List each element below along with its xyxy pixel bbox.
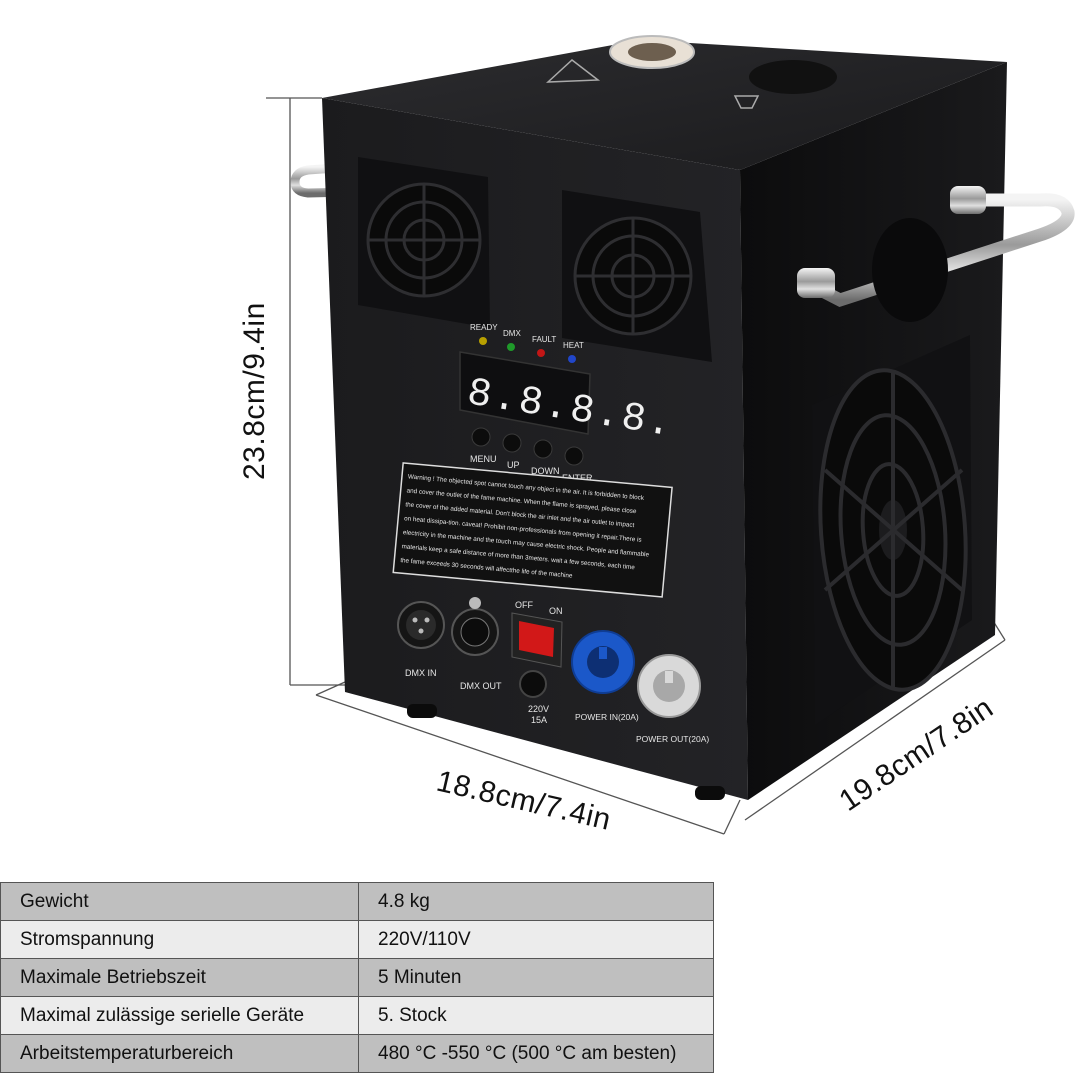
width-label: 18.8cm/7.4in xyxy=(433,765,614,837)
indicator-label: DMX xyxy=(503,329,521,338)
button-label: MENU xyxy=(470,454,497,464)
machine-top xyxy=(322,40,1007,170)
heat-led xyxy=(568,355,576,363)
ready-led xyxy=(479,337,487,345)
side-port xyxy=(872,218,948,322)
side-fan xyxy=(812,335,972,725)
fuse-voltage-label: 220V xyxy=(528,704,549,714)
spec-value: 5. Stock xyxy=(358,996,714,1035)
material-cover xyxy=(749,60,837,94)
spec-row: Arbeitstemperaturbereich 480 °C -550 °C … xyxy=(0,1034,714,1073)
spec-value: 4.8 kg xyxy=(358,882,714,921)
dmx-led xyxy=(507,343,515,351)
up-button[interactable] xyxy=(502,433,522,453)
warning-label: Warning ! The objected spot cannot touch… xyxy=(392,462,673,598)
menu-button[interactable] xyxy=(471,427,491,447)
spec-row: Gewicht 4.8 kg xyxy=(0,882,714,921)
dmx-out-label: DMX OUT xyxy=(460,681,502,691)
foot xyxy=(407,704,437,718)
spec-value: 220V/110V xyxy=(358,920,714,959)
spec-row: Maximale Betriebszeit 5 Minuten xyxy=(0,958,714,997)
enter-button[interactable] xyxy=(564,446,584,466)
indicator-label: READY xyxy=(470,323,498,332)
power-in-label: POWER IN(20A) xyxy=(575,712,639,722)
dimension-lines xyxy=(266,97,1006,835)
spec-label: Stromspannung xyxy=(0,920,359,959)
power-switch[interactable] xyxy=(511,612,563,668)
front-fan-left xyxy=(358,157,490,328)
led-display xyxy=(459,351,591,435)
right-handle xyxy=(797,186,1075,308)
indicator-label: FAULT xyxy=(532,335,556,344)
spec-row: Stromspannung 220V/110V xyxy=(0,920,714,959)
power-out-label: POWER OUT(20A) xyxy=(636,734,709,744)
switch-on-label: ON xyxy=(549,606,563,616)
button-label: UP xyxy=(507,460,520,470)
spec-value: 5 Minuten xyxy=(358,958,714,997)
left-handle xyxy=(290,162,351,198)
indicator-label: HEAT xyxy=(563,341,584,350)
down-button[interactable] xyxy=(533,439,553,459)
product-figure: 23.8cm/9.4in 18.8cm/7.4in 19.8cm/7.8in xyxy=(238,35,1075,837)
spec-table: Gewicht 4.8 kg Stromspannung 220V/110V M… xyxy=(0,882,714,1073)
spec-value: 480 °C -550 °C (500 °C am besten) xyxy=(358,1034,714,1073)
indicator-leds: READY DMX FAULT HEAT xyxy=(470,323,584,363)
nozzle-hole xyxy=(628,43,676,61)
switch-off-label: OFF xyxy=(515,600,533,610)
fuse-holder[interactable] xyxy=(519,670,547,698)
power-in-connector[interactable] xyxy=(571,630,635,694)
fuse-current-label: 15A xyxy=(531,715,547,725)
spec-label: Maximal zulässige serielle Geräte xyxy=(0,996,359,1035)
spec-label: Maximale Betriebszeit xyxy=(0,958,359,997)
dmx-in-connector[interactable] xyxy=(397,601,445,649)
dmx-out-connector[interactable] xyxy=(451,597,499,656)
button-label: ENTER xyxy=(562,473,593,483)
control-buttons: MENU UP DOWN ENTER xyxy=(470,427,593,483)
height-label: 23.8cm/9.4in xyxy=(238,302,271,480)
spec-label: Arbeitstemperaturbereich xyxy=(0,1034,359,1073)
power-out-connector[interactable] xyxy=(637,654,701,718)
front-fan-right xyxy=(562,190,712,362)
warning-triangle-icon xyxy=(545,59,601,83)
material-icon xyxy=(733,95,760,109)
spec-row: Maximal zulässige serielle Geräte 5. Sto… xyxy=(0,996,714,1035)
fault-led xyxy=(537,349,545,357)
spec-label: Gewicht xyxy=(0,882,359,921)
button-label: DOWN xyxy=(531,466,560,476)
dmx-in-label: DMX IN xyxy=(405,668,437,678)
foot xyxy=(695,786,725,800)
